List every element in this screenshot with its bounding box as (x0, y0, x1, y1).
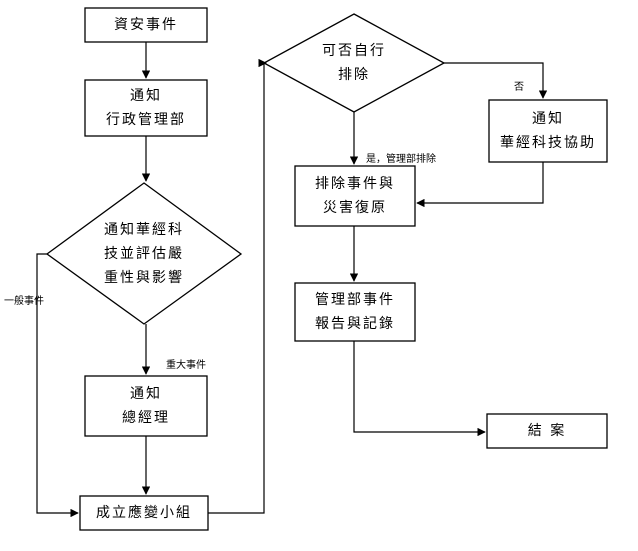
report-line-2: 報告與記錄 (315, 316, 395, 332)
incident-line: 資安事件 (114, 17, 178, 33)
close-line: 結 案 (527, 423, 567, 439)
notify-admin-box (84, 79, 208, 137)
assess-label: 通知華經科 技並評估嚴 重性與影響 (82, 214, 206, 294)
assess-line-1: 通知華經科 (104, 222, 184, 238)
assess-line-3: 重性與影響 (104, 270, 184, 286)
recovery-line-2: 災害復原 (323, 200, 387, 216)
edge-general-to-team (36, 253, 79, 518)
notify-gm-line-2: 總經理 (122, 410, 170, 426)
vendor-help-line-1: 通知 (532, 111, 564, 127)
self-fix-line-2: 排除 (338, 67, 370, 83)
self-fix-label: 可否自行 排除 (304, 37, 404, 89)
assess-line-2: 技並評估嚴 (104, 246, 184, 262)
general-event-label: 一般事件 (4, 296, 44, 307)
close-label: 結 案 (487, 414, 607, 448)
close-box (486, 413, 608, 449)
report-line-1: 管理部事件 (315, 292, 395, 308)
recovery-line-1: 排除事件與 (315, 176, 395, 192)
notify-gm-line-1: 通知 (130, 386, 162, 402)
edge-report-to-close (353, 341, 486, 437)
recovery-box (294, 165, 416, 227)
no-label: 否 (514, 82, 524, 93)
response-team-line: 成立應變小組 (96, 505, 192, 521)
recovery-label: 排除事件與 災害復原 (295, 166, 415, 226)
report-label: 管理部事件 報告與記錄 (295, 283, 415, 341)
major-event-label: 重大事件 (166, 360, 206, 371)
notify-admin-line-1: 通知 (130, 88, 162, 104)
edge-selffix-no (444, 62, 548, 99)
notify-admin-line-2: 行政管理部 (106, 112, 186, 128)
vendor-help-label: 通知 華經科技協助 (489, 100, 607, 162)
report-box (294, 282, 416, 342)
notify-gm-label: 通知 總經理 (85, 376, 207, 436)
self-fix-line-1: 可否自行 (322, 43, 386, 59)
assess-diamond (45, 182, 243, 325)
edge-vendor-to-recovery (416, 162, 544, 208)
yes-label: 是，管理部排除 (366, 154, 436, 165)
incident-box (84, 7, 208, 43)
vendor-help-box (488, 99, 608, 163)
incident-label: 資安事件 (85, 8, 207, 42)
notify-gm-box (84, 375, 208, 437)
response-team-box (79, 495, 209, 531)
notify-admin-label: 通知 行政管理部 (85, 80, 207, 136)
vendor-help-line-2: 華經科技協助 (500, 135, 596, 151)
response-team-label: 成立應變小組 (80, 496, 208, 530)
edge-team-to-selffix (208, 58, 267, 514)
